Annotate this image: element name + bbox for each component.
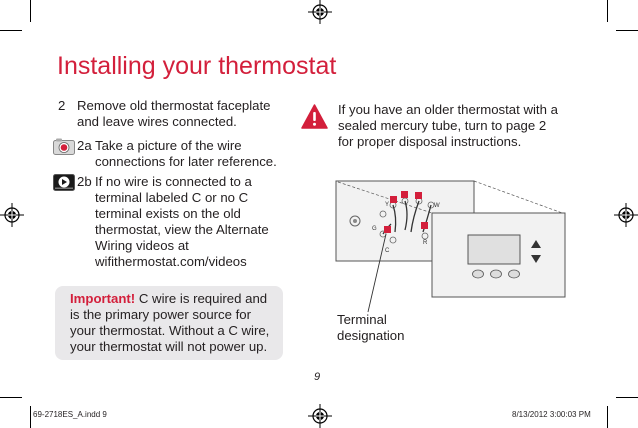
crop-mark bbox=[0, 397, 22, 398]
crop-mark bbox=[607, 0, 608, 22]
figure-caption: Terminal designation bbox=[337, 312, 405, 343]
footer-timestamp: 8/13/2012 3:00:03 PM bbox=[512, 410, 591, 419]
crop-mark bbox=[30, 406, 31, 428]
terminal-letter: C bbox=[385, 248, 390, 254]
important-label: Important! bbox=[70, 291, 136, 306]
important-callout bbox=[55, 286, 283, 360]
terminal-letter: R bbox=[423, 240, 428, 246]
warning-icon bbox=[301, 104, 328, 129]
page-number: 9 bbox=[314, 371, 321, 383]
crop-mark bbox=[616, 30, 638, 31]
footer-filename: 69-2718ES_A.indd 9 bbox=[33, 410, 107, 419]
important-text: Important! C wire is required and is the… bbox=[70, 291, 270, 354]
registration-mark-icon bbox=[308, 404, 332, 428]
crop-mark bbox=[30, 0, 31, 22]
crop-mark bbox=[0, 30, 22, 31]
video-icon bbox=[53, 174, 75, 191]
registration-mark-icon bbox=[0, 203, 24, 227]
step-number: 2 bbox=[58, 98, 66, 113]
registration-mark-icon bbox=[308, 0, 332, 24]
step-2a-label: 2a bbox=[77, 138, 92, 153]
page-title: Installing your thermostat bbox=[57, 52, 337, 80]
camera-icon bbox=[53, 138, 75, 155]
terminal-letter: Y bbox=[385, 202, 389, 208]
crop-mark bbox=[607, 406, 608, 428]
step-2a-text: Take a picture of the wire connections f… bbox=[95, 138, 277, 169]
crop-mark bbox=[616, 397, 638, 398]
terminal-letter: W bbox=[434, 203, 440, 209]
registration-mark-icon bbox=[614, 203, 638, 227]
step-2b-label: 2b bbox=[77, 174, 92, 189]
step-2-text: Remove old thermostat faceplate and leav… bbox=[77, 98, 271, 129]
warning-text: If you have an older thermostat with a s… bbox=[338, 102, 558, 149]
step-2b-text: If no wire is connected to a terminal la… bbox=[95, 174, 269, 269]
terminal-letter: G bbox=[372, 226, 377, 232]
thermostat-illustration: Y G W C R bbox=[335, 180, 566, 313]
